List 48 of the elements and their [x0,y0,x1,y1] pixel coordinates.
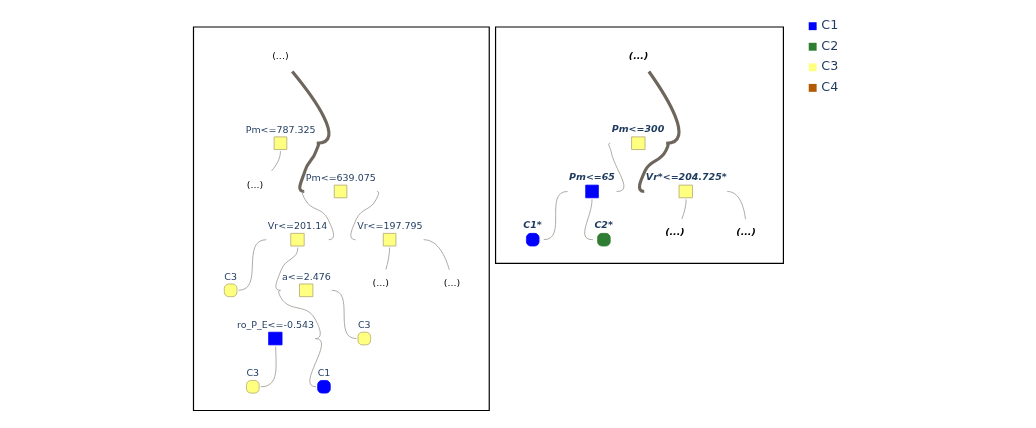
node-label: Pm<=639.075 [305,171,376,183]
connector [275,247,298,291]
connector [270,150,281,172]
node-text: (...) [735,226,756,238]
node-text: (...) [664,226,685,238]
cluster [494,26,784,264]
node-label: Pm<=300 [611,122,664,134]
legend-label: C2 [820,37,838,53]
cluster [192,26,490,412]
node-label: ro_P_E<=-0.543 [236,318,314,330]
node-label: C1* [522,219,542,231]
connector [237,239,267,291]
node-label: C1 [317,367,330,379]
node-label: C3 [223,270,237,282]
connector [384,247,390,270]
connector [607,142,624,192]
node-label: Vr<=201.14 [267,220,327,232]
connector [542,191,568,241]
node-text: (...) [372,277,389,289]
node-text: (...) [628,49,648,61]
node-label: Vr*<=204.725* [645,171,727,183]
connector [309,338,322,388]
connector [259,346,276,388]
connector [680,198,687,220]
connector [331,289,357,339]
connector [647,70,680,145]
legend-label: C1 [820,17,838,33]
connector [350,191,379,241]
connector [301,191,334,241]
node-label: C3 [245,367,259,379]
node-text: (...) [246,178,263,190]
connector [726,191,746,220]
node-label: Pm<=787.325 [245,123,316,135]
connector [583,198,593,241]
node-label: Vr<=197.795 [356,220,423,232]
connector [297,142,320,193]
node-label: C3 [357,318,371,330]
connector [422,239,450,271]
legend-label: C3 [820,58,838,74]
node-label: Pm<=65 [568,171,615,183]
node-text: (...) [443,277,460,289]
connector [637,142,670,193]
node-label: C2* [593,219,613,231]
node-label: a<=2.476 [281,270,331,282]
legend-label: C4 [820,78,838,94]
connector [277,289,321,339]
connector [290,70,330,145]
node-text: (...) [271,50,289,62]
